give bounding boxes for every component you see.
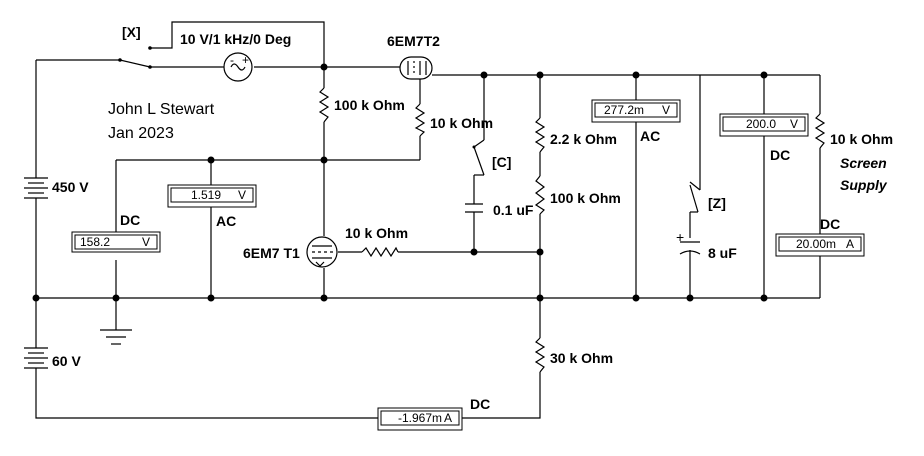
meter-m3-value: 277.2m [604,103,644,117]
meter-m1-mode: DC [120,212,140,228]
meter-m3-unit: V [662,103,670,117]
svg-text:+: + [242,53,249,67]
junction-dots [32,63,768,302]
capacitor-c2: + 8 uF [676,229,737,262]
resistor-r5: 100 k Ohm [534,175,621,215]
author-date: Jan 2023 [108,125,174,142]
meter-m5-unit: A [846,237,854,251]
capacitor-c2-label: 8 uF [708,245,737,261]
screen-supply-line2: Supply [840,177,888,193]
ac-source: - + 10 V/1 kHz/0 Deg [180,31,291,82]
meter-m6: -1.967m A DC [377,396,490,431]
tube-t1: 6EM7 T1 [243,236,338,268]
switch-z[interactable]: [Z] [689,181,726,213]
resistor-r2: 10 k Ohm [414,103,493,137]
tube-t2-label: 6EM7T2 [387,33,440,49]
resistor-r4: 2.2 k Ohm [534,117,617,153]
capacitor-c1-label: 0.1 uF [493,202,534,218]
switch-x[interactable]: [X] [118,24,152,69]
svg-text:+: + [676,229,684,245]
meter-m1-unit: V [142,235,150,249]
meter-m5: 20.00m A DC [775,216,865,257]
battery-60v: 60 V [24,347,81,369]
battery-60v-label: 60 V [52,353,81,369]
meter-m6-mode: DC [470,396,490,412]
meter-m2: 1.519 V AC [167,184,257,229]
meter-m4-unit: V [790,117,798,131]
meter-m4-value: 200.0 [746,117,776,131]
meter-m4: 200.0 V DC [719,113,809,163]
screen-supply-line1: Screen [840,155,887,171]
meter-m5-mode: DC [820,216,840,232]
meter-m1-value: 158.2 [80,235,110,249]
meter-m6-unit: A [444,411,452,425]
battery-450v-label: 450 V [52,179,89,195]
meter-m2-value: 1.519 [191,188,221,202]
ground-symbol [100,329,132,345]
resistor-r6-label: 30 k Ohm [550,350,613,366]
meter-m2-mode: AC [216,213,236,229]
meter-m4-mode: DC [770,147,790,163]
tube-t2: 6EM7T2 [387,33,440,80]
resistor-r7-label: 10 k Ohm [830,131,893,147]
resistor-r6: 30 k Ohm [534,337,613,373]
switch-z-label: [Z] [708,195,726,211]
resistor-r3-label: 10 k Ohm [345,225,408,241]
tube-t1-label: 6EM7 T1 [243,245,300,261]
resistor-r5-label: 100 k Ohm [550,190,621,206]
meter-m5-value: 20.00m [796,237,836,251]
resistor-r1-label: 100 k Ohm [334,97,405,113]
svg-text:-: - [230,53,234,67]
author-name: John L Stewart [108,101,215,118]
resistor-r1: 100 k Ohm [318,87,405,123]
switch-x-label: [X] [122,24,141,40]
switch-c[interactable]: [C] [472,139,512,176]
resistor-r7: 10 k Ohm [814,113,893,149]
resistor-r2-label: 10 k Ohm [430,115,493,131]
ac-source-label: 10 V/1 kHz/0 Deg [180,31,291,47]
battery-450v: 450 V [24,177,89,199]
meter-m1: 158.2 V DC [71,212,161,253]
meter-m3: 277.2m V AC [591,99,681,144]
meter-m3-mode: AC [640,128,660,144]
resistor-r3: 10 k Ohm [345,225,408,258]
switch-c-label: [C] [492,154,511,170]
meter-m6-value: -1.967m [398,411,442,425]
wires [35,21,821,419]
resistor-r4-label: 2.2 k Ohm [550,131,617,147]
capacitor-c1: 0.1 uF [465,202,534,218]
meter-m2-unit: V [238,188,246,202]
